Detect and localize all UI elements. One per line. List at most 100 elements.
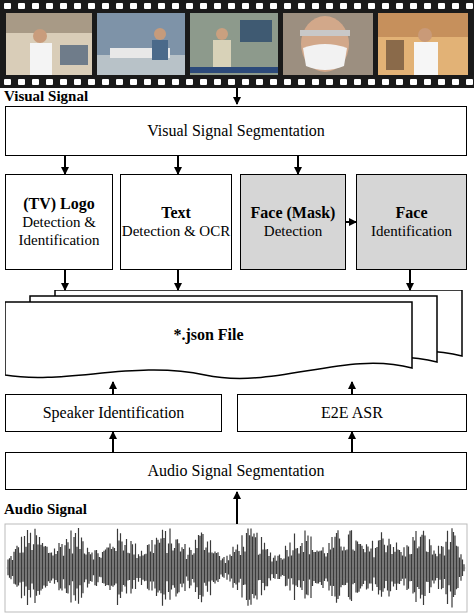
sprocket-hole	[144, 79, 151, 85]
sprocket-hole	[214, 3, 221, 9]
box-text: *.json File	[5, 326, 412, 344]
sprocket-hole	[186, 79, 193, 85]
sprocket-hole	[88, 3, 95, 9]
sprocket-hole	[466, 79, 473, 85]
sprocket-hole	[32, 79, 39, 85]
sprocket-hole	[214, 79, 221, 85]
flow-arrow	[346, 221, 356, 223]
flow-arrow	[177, 270, 179, 290]
sprocket-hole	[130, 79, 137, 85]
box-text: Detection	[264, 222, 322, 240]
box-text: Detection & Identification	[6, 213, 112, 249]
process-box: E2E ASR	[237, 394, 467, 432]
sprocket-hole	[4, 3, 11, 9]
json-file-stack: *.json File	[5, 290, 467, 382]
sprocket-hole	[186, 3, 193, 9]
video-frame	[283, 13, 373, 75]
sprocket-hole	[88, 79, 95, 85]
sprocket-hole	[74, 79, 81, 85]
sprocket-hole	[46, 79, 53, 85]
sprocket-hole	[172, 3, 179, 9]
sprocket-hole	[60, 3, 67, 9]
sprocket-hole	[32, 3, 39, 9]
flow-arrow	[64, 156, 66, 174]
sprocket-hole	[102, 3, 109, 9]
sprocket-hole	[410, 3, 417, 9]
process-box: Speaker Identification	[5, 394, 222, 432]
process-box: Face (Mask)Detection	[240, 174, 346, 270]
sprocket-hole	[424, 3, 431, 9]
sprocket-hole	[424, 79, 431, 85]
box-text: Speaker Identification	[43, 404, 185, 422]
flow-arrow	[351, 432, 353, 452]
sprocket-hole	[452, 3, 459, 9]
flow-arrow	[112, 432, 114, 452]
sprocket-hole	[116, 3, 123, 9]
sprocket-hole	[284, 3, 291, 9]
video-frame	[97, 13, 185, 75]
sprocket-hole	[228, 3, 235, 9]
sprocket-hole	[452, 79, 459, 85]
document-page	[5, 302, 412, 378]
box-heading: Face (Mask)	[251, 204, 336, 222]
sprocket-hole	[326, 79, 333, 85]
flow-arrow	[351, 382, 353, 394]
sprocket-hole	[438, 79, 445, 85]
sprocket-hole	[368, 3, 375, 9]
signal-label: Visual Signal	[4, 88, 88, 105]
box-text: Visual Signal Segmentation	[147, 122, 325, 140]
video-frame	[378, 13, 468, 75]
process-box: Visual Signal Segmentation	[5, 106, 467, 156]
video-frame	[6, 13, 92, 75]
sprocket-hole	[438, 3, 445, 9]
sprocket-hole	[242, 79, 249, 85]
sprocket-hole	[200, 3, 207, 9]
sprocket-hole	[60, 79, 67, 85]
sprocket-hole	[326, 3, 333, 9]
sprocket-hole	[144, 3, 151, 9]
waveform	[5, 524, 467, 612]
sprocket-hole	[410, 79, 417, 85]
process-box: Audio Signal Segmentation	[5, 452, 467, 490]
sprocket-hole	[466, 3, 473, 9]
sprocket-hole	[158, 3, 165, 9]
input-arrow	[236, 492, 238, 524]
box-heading: Face	[396, 204, 428, 222]
box-text: Detection & OCR	[122, 222, 230, 240]
input-arrow	[236, 88, 238, 104]
sprocket-hole	[242, 3, 249, 9]
sprocket-hole	[18, 3, 25, 9]
sprocket-hole	[298, 3, 305, 9]
sprocket-hole	[130, 3, 137, 9]
filmstrip	[0, 0, 474, 88]
sprocket-hole	[228, 79, 235, 85]
box-text: Audio Signal Segmentation	[148, 462, 325, 480]
sprocket-hole	[74, 3, 81, 9]
sprocket-hole	[270, 3, 277, 9]
sprocket-hole	[284, 79, 291, 85]
box-text: Identification	[371, 222, 452, 240]
sprocket-hole	[172, 79, 179, 85]
sprocket-hole	[340, 79, 347, 85]
sprocket-hole	[340, 3, 347, 9]
sprocket-hole	[4, 79, 11, 85]
sprocket-hole	[312, 3, 319, 9]
sprocket-hole	[298, 79, 305, 85]
sprocket-hole	[396, 79, 403, 85]
sprocket-hole	[354, 79, 361, 85]
sprocket-hole	[158, 79, 165, 85]
sprocket-hole	[312, 79, 319, 85]
signal-label: Audio Signal	[4, 501, 87, 518]
flow-arrow	[64, 270, 66, 290]
sprocket-hole	[200, 79, 207, 85]
sprocket-hole	[396, 3, 403, 9]
box-text: E2E ASR	[321, 404, 383, 422]
sprocket-hole	[354, 3, 361, 9]
process-box: (TV) LogoDetection & Identification	[5, 174, 113, 270]
sprocket-hole	[368, 79, 375, 85]
box-heading: (TV) Logo	[23, 195, 95, 213]
flow-arrow	[409, 270, 411, 290]
video-frame	[190, 13, 278, 75]
sprocket-hole	[382, 3, 389, 9]
sprocket-hole	[116, 79, 123, 85]
